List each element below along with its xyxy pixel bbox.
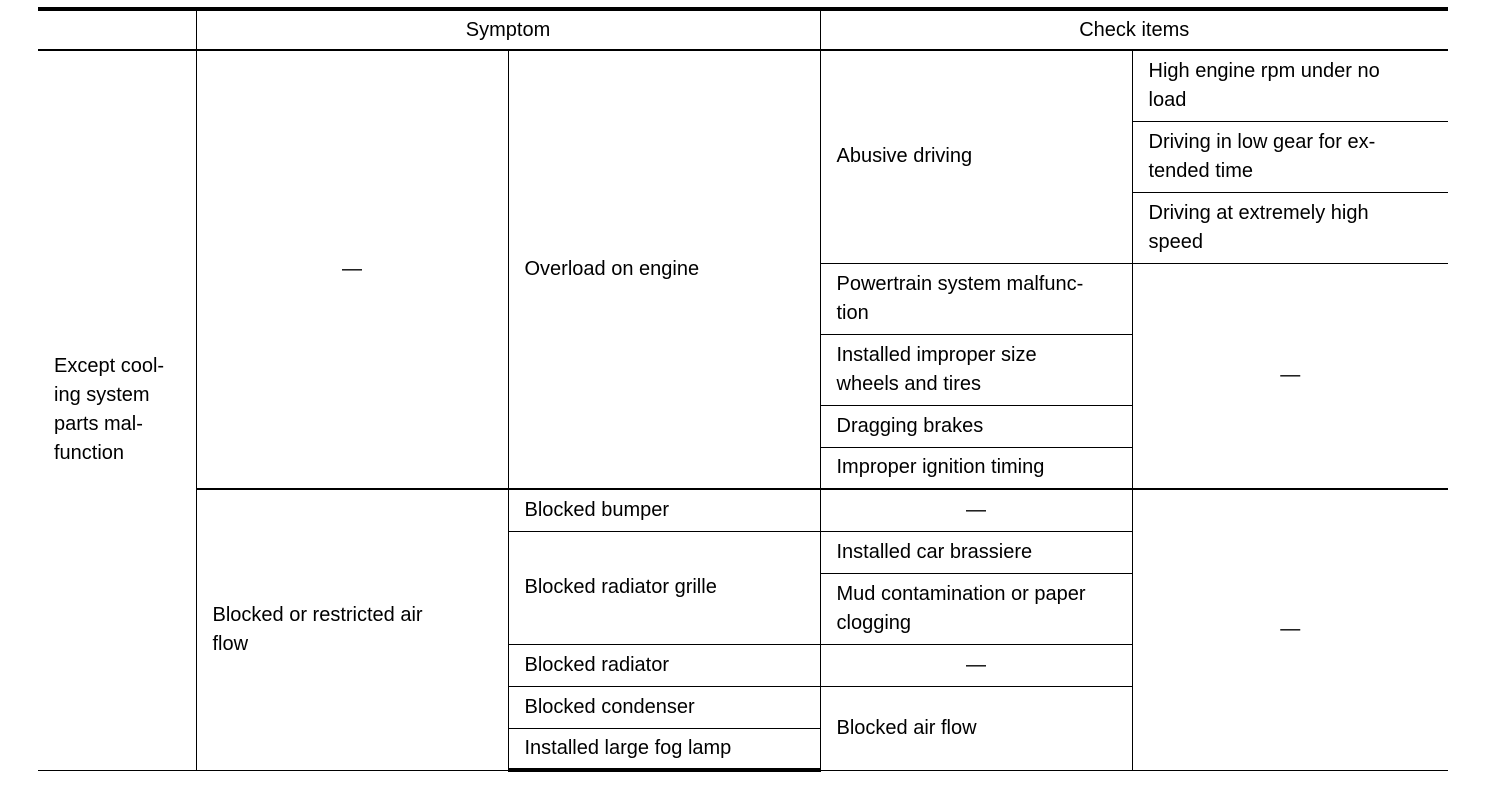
check-detail-cell: Driving in low gear for ex- tended time	[1131, 120, 1448, 193]
check-item-cell: Powertrain system malfunc- tion	[819, 262, 1133, 335]
check-item-cell: Dragging brakes	[819, 404, 1133, 448]
check-item-cell: Abusive driving	[819, 49, 1133, 264]
check-item-cell: Installed car brassiere	[819, 530, 1133, 574]
table-row: Powertrain system malfunc- tion —	[38, 262, 1448, 490]
check-detail-cell: —	[1131, 262, 1448, 490]
symptom-b-cell: Blocked radiator grille	[507, 530, 821, 645]
table-row: Blocked condenser Blocked air flow	[38, 685, 1448, 771]
symptom-b-cell: Blocked condenser	[507, 685, 821, 729]
symptom-b-cell: Blocked bumper	[507, 488, 821, 532]
symptom-b-cell: Overload on engine	[507, 49, 821, 490]
table-row: Dragging brakes	[38, 404, 1448, 448]
category-cell: Except cool- ing system parts mal- funct…	[38, 49, 197, 771]
header-blank	[38, 7, 197, 51]
check-item-cell: —	[819, 488, 1133, 532]
table-row: Except cool- ing system parts mal- funct…	[38, 49, 1448, 771]
symptom-check-table: Symptom Check items Except cool- ing sys…	[38, 7, 1448, 772]
table-row: Improper ignition timing	[38, 446, 1448, 490]
symptom-a-cell: —	[195, 49, 509, 490]
check-detail-cell: —	[1131, 488, 1448, 771]
check-detail-cell: Driving at extremely high speed	[1131, 191, 1448, 264]
symptom-b-cell: Blocked radiator	[507, 643, 821, 687]
table-row: Mud contamination or paper clogging	[38, 572, 1448, 645]
table-row: Driving in low gear for ex- tended time	[38, 120, 1448, 193]
table-row: Driving at extremely high speed	[38, 191, 1448, 264]
table-row: Installed large fog lamp	[38, 727, 1448, 772]
check-item-cell: Installed improper size wheels and tires	[819, 333, 1133, 406]
table-row: Blocked or restricted air flow Blocked b…	[38, 488, 1448, 771]
symptom-a-cell: Blocked or restricted air flow	[195, 488, 509, 771]
table-row: Blocked radiator grille Installed car br…	[38, 530, 1448, 645]
table-row: Blocked radiator —	[38, 643, 1448, 687]
check-item-cell: Mud contamination or paper clogging	[819, 572, 1133, 645]
check-item-cell: Blocked air flow	[819, 685, 1133, 771]
header-row: Symptom Check items	[38, 7, 1448, 51]
check-detail-cell: High engine rpm under no load	[1131, 49, 1448, 122]
check-item-cell: —	[819, 643, 1133, 687]
check-item-cell: Improper ignition timing	[819, 446, 1133, 490]
symptom-b-cell: Installed large fog lamp	[507, 727, 821, 772]
table-row: Installed improper size wheels and tires	[38, 333, 1448, 406]
header-check-items: Check items	[819, 7, 1448, 51]
header-symptom: Symptom	[195, 7, 821, 51]
